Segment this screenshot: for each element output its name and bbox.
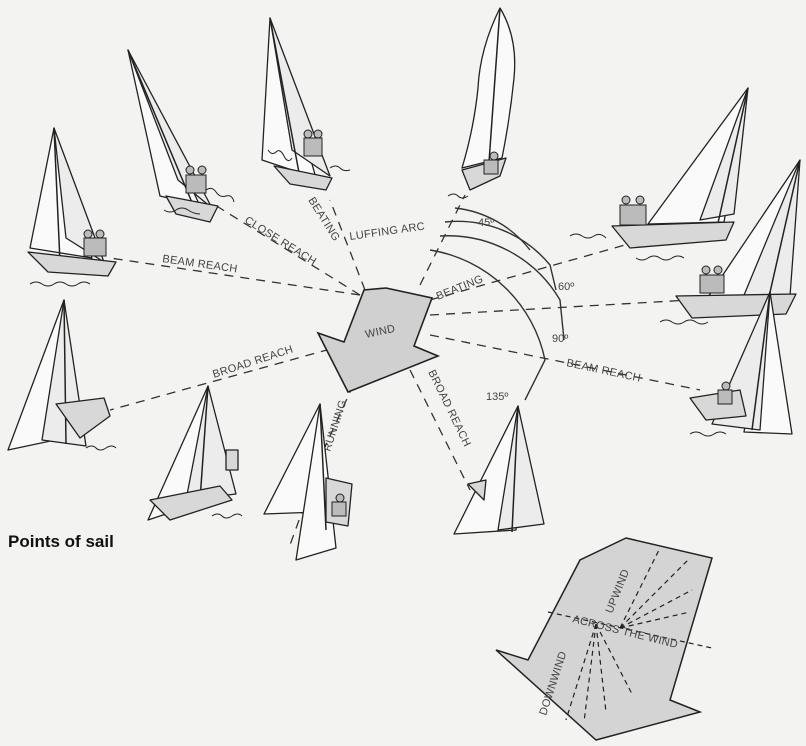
angle-90-label: 90º bbox=[552, 333, 568, 345]
boat-broad-reach-right bbox=[454, 406, 544, 534]
boat-broad-reach-left bbox=[8, 300, 116, 450]
broad-reach-right-label: BROAD REACH bbox=[425, 368, 473, 449]
angle-60-label: 60º bbox=[558, 281, 574, 293]
boat-luffing bbox=[448, 8, 515, 198]
close-reach-label: CLOSE REACH bbox=[242, 214, 318, 268]
boat-beating-left bbox=[262, 18, 350, 190]
luffing-arc-label: LUFFING ARC bbox=[349, 221, 426, 243]
angle-45-label: 45º bbox=[478, 217, 494, 229]
wind-arrow bbox=[318, 288, 438, 392]
beating-right-label: BEATING bbox=[435, 273, 485, 303]
boat-broad-reach-center bbox=[148, 386, 242, 520]
running-label: RUNNING bbox=[321, 398, 349, 453]
boat-beating-right bbox=[570, 88, 748, 260]
beam-reach-right-label: BEAM REACH bbox=[565, 357, 642, 384]
boat-close-reach bbox=[128, 50, 234, 222]
diagram-title: Points of sail bbox=[8, 532, 114, 552]
beam-reach-left-label: BEAM REACH bbox=[162, 253, 239, 275]
beating-left-label: BEATING bbox=[305, 195, 341, 243]
inset-wind-directions: UPWIND ACROSS THE WIND DOWNWIND bbox=[496, 538, 712, 740]
angle-135-label: 135º bbox=[486, 391, 508, 403]
angle-arcs bbox=[430, 208, 564, 400]
boat-beam-reach-left bbox=[28, 128, 116, 286]
